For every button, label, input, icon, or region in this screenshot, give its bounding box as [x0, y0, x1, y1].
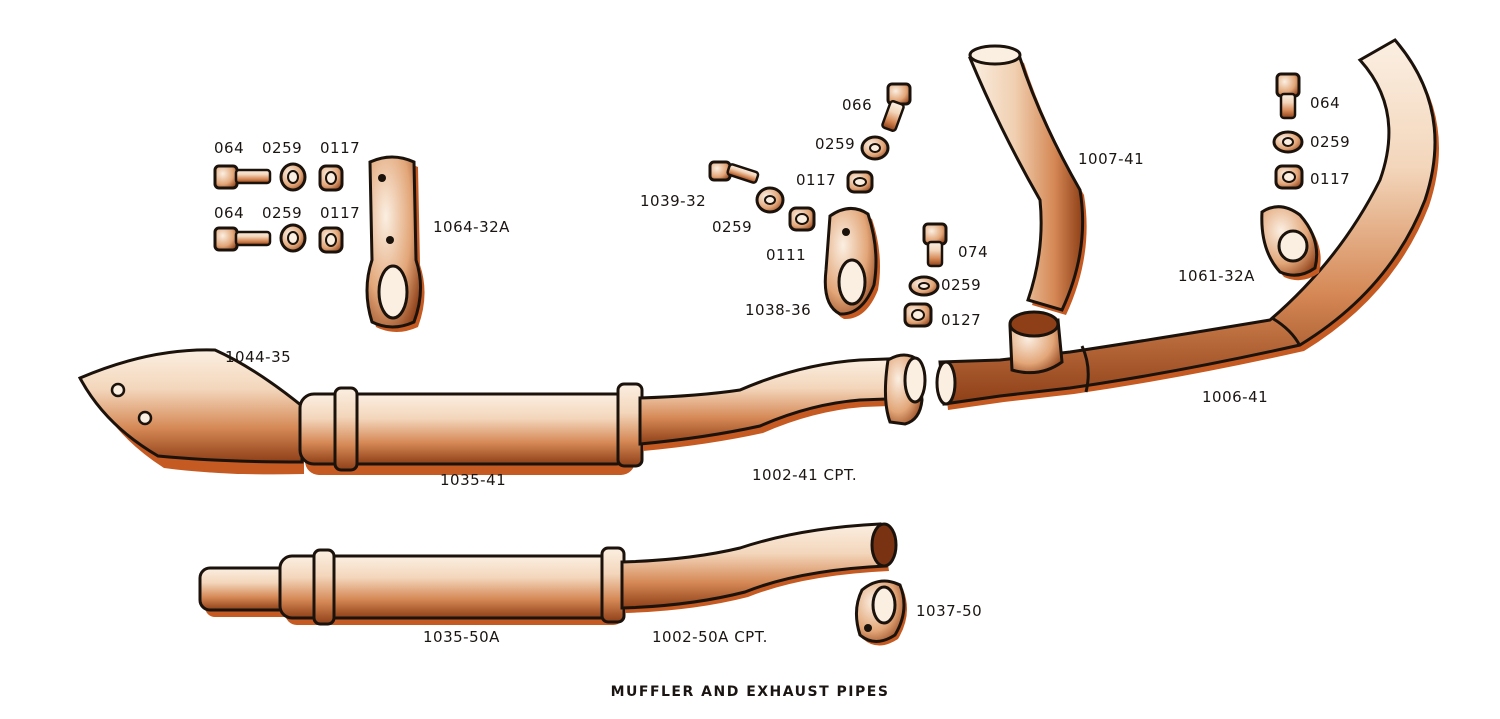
- nut-0117-a: [318, 164, 344, 192]
- label-1064-32a: 1064-32A: [433, 218, 510, 236]
- label-064: 064: [1310, 94, 1341, 112]
- pipe-1002-41: [638, 353, 927, 451]
- label-1002-50a-cpt: 1002-50A CPT.: [652, 628, 768, 646]
- clamp-1061-32a: [1260, 205, 1321, 281]
- clamp-1037-50: [855, 579, 907, 646]
- label-1002-41-cpt: 1002-41 CPT.: [752, 466, 858, 484]
- bolt-064-a: [213, 164, 272, 190]
- pipe-1007-41: [968, 44, 1087, 315]
- washer-0259-a: [279, 162, 307, 192]
- label-0259: 0259: [262, 139, 303, 157]
- label-0259: 0259: [1310, 133, 1351, 151]
- pipe-1006-41: [935, 38, 1439, 410]
- nut-0127: [903, 302, 933, 328]
- label-0259: 0259: [262, 204, 303, 222]
- label-0259: 0259: [815, 135, 856, 153]
- washer-0259-c: [860, 135, 890, 161]
- label-0111: 0111: [766, 246, 807, 264]
- label-074: 074: [958, 243, 989, 261]
- label-064: 064: [214, 139, 245, 157]
- bolt-064-c: [1275, 72, 1301, 120]
- washer-0259-d: [755, 186, 785, 214]
- pipe-1002-50a: [620, 522, 898, 613]
- label-1035-50a: 1035-50A: [423, 628, 500, 646]
- label-0117: 0117: [320, 139, 361, 157]
- label-0117: 0117: [1310, 170, 1351, 188]
- nut-0117-b: [318, 226, 344, 254]
- label-1007-41: 1007-41: [1078, 150, 1145, 168]
- washer-0259-b: [279, 223, 307, 253]
- label-066: 066: [842, 96, 873, 114]
- label-1044-35: 1044-35: [225, 348, 292, 366]
- washer-0259-e: [908, 275, 940, 297]
- label-0259: 0259: [712, 218, 753, 236]
- bolt-066: [881, 82, 912, 132]
- label-0117: 0117: [796, 171, 837, 189]
- bolt-074: [922, 222, 948, 268]
- nut-0117-d: [1274, 164, 1304, 190]
- label-064: 064: [214, 204, 245, 222]
- clamp-1038-36: [823, 207, 880, 320]
- label-0117: 0117: [320, 204, 361, 222]
- diagram-caption: MUFFLER AND EXHAUST PIPES: [610, 684, 890, 700]
- bolt-1039-32: [708, 160, 760, 184]
- label-1035-41: 1035-41: [440, 471, 507, 489]
- clamp-1064-32a: [365, 155, 425, 332]
- label-1006-41: 1006-41: [1202, 388, 1269, 406]
- washer-0259-f: [1272, 130, 1304, 154]
- nut-0111: [788, 206, 816, 232]
- muffler-1035-41: [77, 348, 644, 475]
- label-1061-32a: 1061-32A: [1178, 267, 1255, 285]
- muffler-1035-50a: [198, 546, 626, 626]
- label-1039-32: 1039-32: [640, 192, 707, 210]
- label-0259: 0259: [941, 276, 982, 294]
- label-1038-36: 1038-36: [745, 301, 812, 319]
- nut-0117-c: [846, 170, 874, 194]
- bolt-064-b: [213, 226, 272, 252]
- label-1037-50: 1037-50: [916, 602, 983, 620]
- label-0127: 0127: [941, 311, 982, 329]
